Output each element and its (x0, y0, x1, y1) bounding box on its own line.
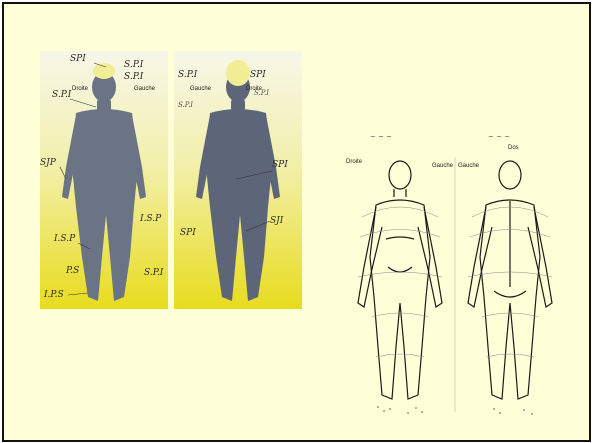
annotation: I.P.S (43, 290, 64, 300)
photo-back-left-label: Gauche (190, 86, 212, 92)
sketch-back-figure (468, 161, 552, 399)
annotation: S.P.I (254, 89, 269, 97)
annotation: SPI (272, 160, 288, 170)
sketch-back-right-label: Dos (508, 145, 519, 151)
annotation: I.S.P (139, 214, 162, 224)
annotation: SJI (270, 216, 284, 226)
annotation: S.P.I (124, 60, 144, 70)
svg-text:~ ~ ~: ~ ~ ~ (488, 133, 510, 141)
svg-text:~ ~ ~: ~ ~ ~ (370, 133, 392, 141)
annotation: SJP (40, 158, 57, 168)
photo-front-left-label: Droite (72, 86, 89, 92)
annotation: S.P.I (144, 268, 164, 278)
sketch-front-left-label: Droite (346, 159, 363, 165)
line-sketch-figures: ~ ~ ~ ~ ~ ~ Droite Gauche Gauche Dos (338, 127, 563, 427)
annotation: SPI (250, 70, 266, 80)
annotation: S.P.I (178, 101, 193, 109)
sketch-front-figure (358, 161, 442, 399)
front-figure-card: Droite Gauche SPI S.P.I S.P.I S.P.I SJP … (40, 51, 168, 309)
annotation: P.S (65, 266, 79, 276)
annotation: S.P.I (52, 90, 72, 100)
annotation: S.P.I (124, 72, 144, 82)
back-figure-card: Gauche Droite S.P.I SPI S.P.I S.P.I SPI … (174, 51, 302, 309)
annotation: I.S.P (53, 234, 76, 244)
annotation: SPI (70, 54, 86, 64)
photo-front-right-label: Gauche (134, 86, 156, 92)
annotation: SPI (180, 228, 196, 238)
sketch-front-right-label: Gauche (432, 163, 454, 169)
annotation: S.P.I (178, 70, 198, 80)
sketch-back-left-label: Gauche (458, 163, 480, 169)
annotated-body-photo: Droite Gauche SPI S.P.I S.P.I S.P.I SJP … (40, 51, 302, 309)
